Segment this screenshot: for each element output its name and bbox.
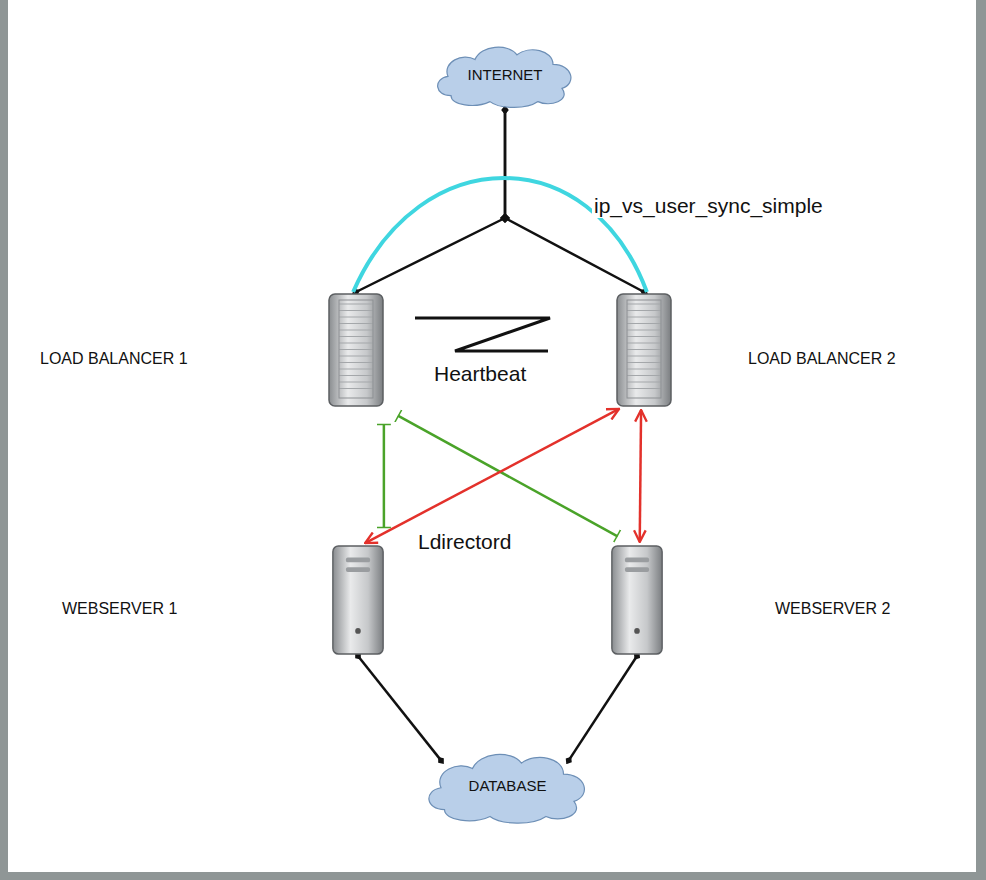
connector — [358, 656, 441, 760]
cloud-node: DATABASE — [420, 744, 595, 826]
server-tower — [615, 292, 673, 408]
free-label: Heartbeat — [432, 362, 528, 386]
background-panel — [8, 0, 976, 872]
node-label: INTERNET — [468, 66, 543, 83]
node-label: LOAD BALANCER 2 — [748, 350, 896, 368]
server-node: LOAD BALANCER 1 — [327, 292, 385, 408]
server-tower — [327, 292, 385, 408]
heartbeat-symbol — [415, 318, 550, 351]
connector — [569, 656, 637, 760]
free-label: Ldirectord — [416, 530, 513, 554]
node-label: WEBSERVER 2 — [775, 600, 890, 618]
connector — [365, 409, 619, 543]
node-label: WEBSERVER 1 — [62, 600, 177, 618]
node-label: DATABASE — [469, 777, 547, 794]
connector — [398, 416, 618, 537]
node-label: LOAD BALANCER 1 — [40, 350, 188, 368]
server-node: WEBSERVER 2 — [610, 544, 664, 656]
server-tower — [331, 544, 385, 656]
junction-dot — [500, 213, 510, 223]
junction-dot — [500, 213, 510, 223]
connector — [640, 410, 641, 542]
connector — [383, 424, 386, 528]
server-tower — [610, 544, 664, 656]
cloud-node: INTERNET — [430, 38, 580, 110]
edge-label: ip_vs_user_sync_simple — [592, 194, 825, 218]
server-node: LOAD BALANCER 2 — [615, 292, 673, 408]
server-node: WEBSERVER 1 — [331, 544, 385, 656]
